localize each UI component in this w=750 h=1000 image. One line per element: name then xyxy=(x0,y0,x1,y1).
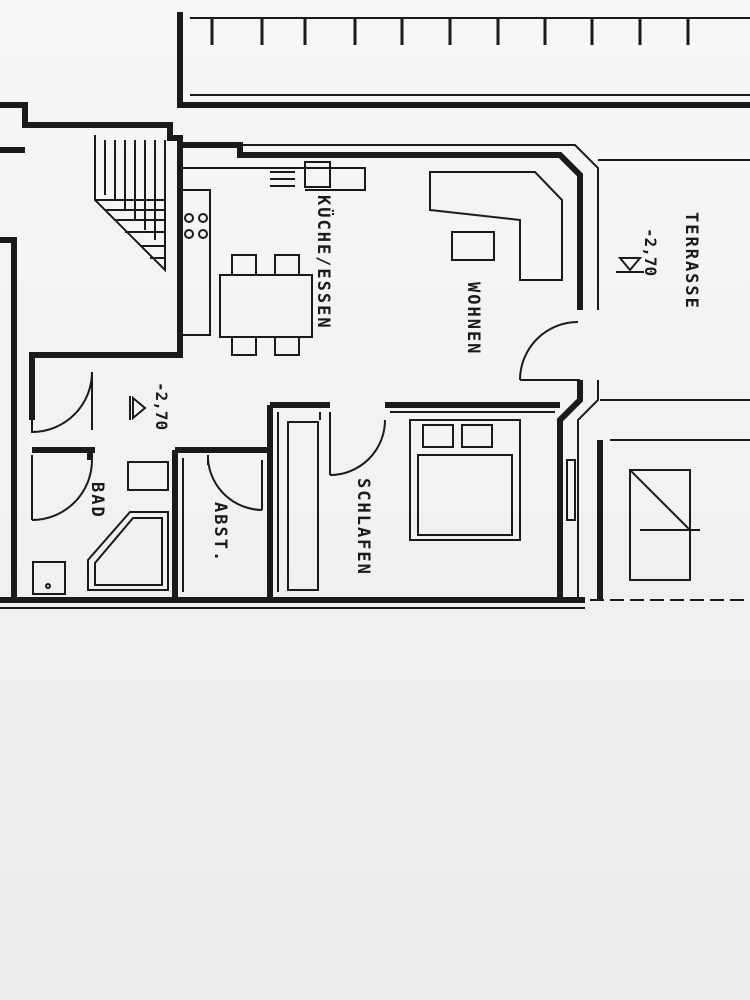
level-marker-terrasse xyxy=(616,257,644,273)
dining-table xyxy=(219,254,313,356)
level-label-terrasse: -2,70 xyxy=(641,228,660,276)
staircase xyxy=(94,135,166,273)
top-railing xyxy=(177,12,750,108)
stove-icon xyxy=(184,213,208,239)
outer-walls xyxy=(0,102,750,609)
interior-walls xyxy=(32,345,560,600)
bathroom-fixtures xyxy=(32,461,169,595)
kitchen-counter xyxy=(182,161,366,336)
coffee-table xyxy=(451,231,495,261)
room-label-wohnen: WOHNEN xyxy=(463,282,483,355)
room-label-schlafen: SCHLAFEN xyxy=(353,478,373,576)
wardrobe xyxy=(287,421,319,591)
level-label-flur: -2,70 xyxy=(152,382,171,430)
doors xyxy=(31,321,580,521)
room-label-kueche: KÜCHE/ESSEN xyxy=(313,195,335,330)
bed xyxy=(409,419,521,541)
adjacent-structure xyxy=(629,469,700,581)
window-marker xyxy=(566,459,576,521)
room-label-abst: ABST. xyxy=(210,502,230,563)
level-marker-flur xyxy=(129,395,147,421)
room-label-terrasse: TERRASSE xyxy=(681,212,701,310)
sofa xyxy=(429,171,563,281)
room-label-bad: BAD xyxy=(87,482,107,519)
